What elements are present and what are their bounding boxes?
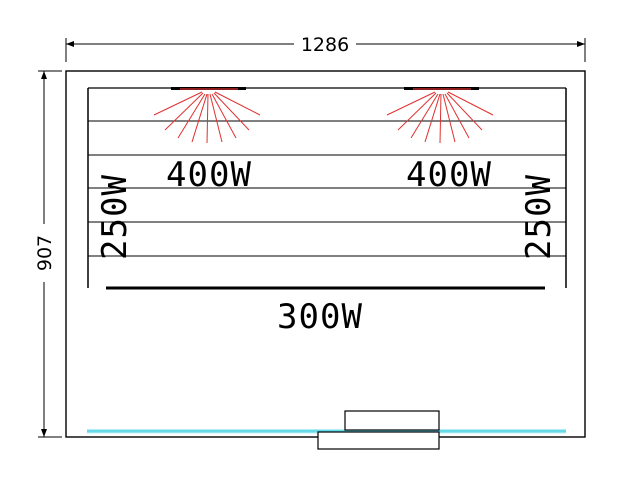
width-dimension-label: 1286 xyxy=(301,34,349,56)
heater-side-left-label: 250W xyxy=(95,174,135,260)
heater-side-right-label: 250W xyxy=(519,174,559,260)
cabin-outer-wall xyxy=(65,70,586,438)
width-dimension: 1286 xyxy=(65,34,586,62)
depth-dimension-label: 907 xyxy=(34,235,56,271)
heater-back-left-label: 400W xyxy=(166,155,252,195)
heater-back-right: 400W xyxy=(386,87,494,195)
heat-rays-left-icon xyxy=(153,91,261,144)
heat-rays-right-icon xyxy=(386,91,494,144)
heater-back-right-label: 400W xyxy=(406,155,492,195)
depth-dimension: 907 xyxy=(34,70,62,438)
heater-floor-label: 300W xyxy=(277,297,363,337)
cabin-door xyxy=(317,410,440,450)
heater-back-left: 400W xyxy=(153,87,261,195)
bench-area xyxy=(87,87,567,288)
